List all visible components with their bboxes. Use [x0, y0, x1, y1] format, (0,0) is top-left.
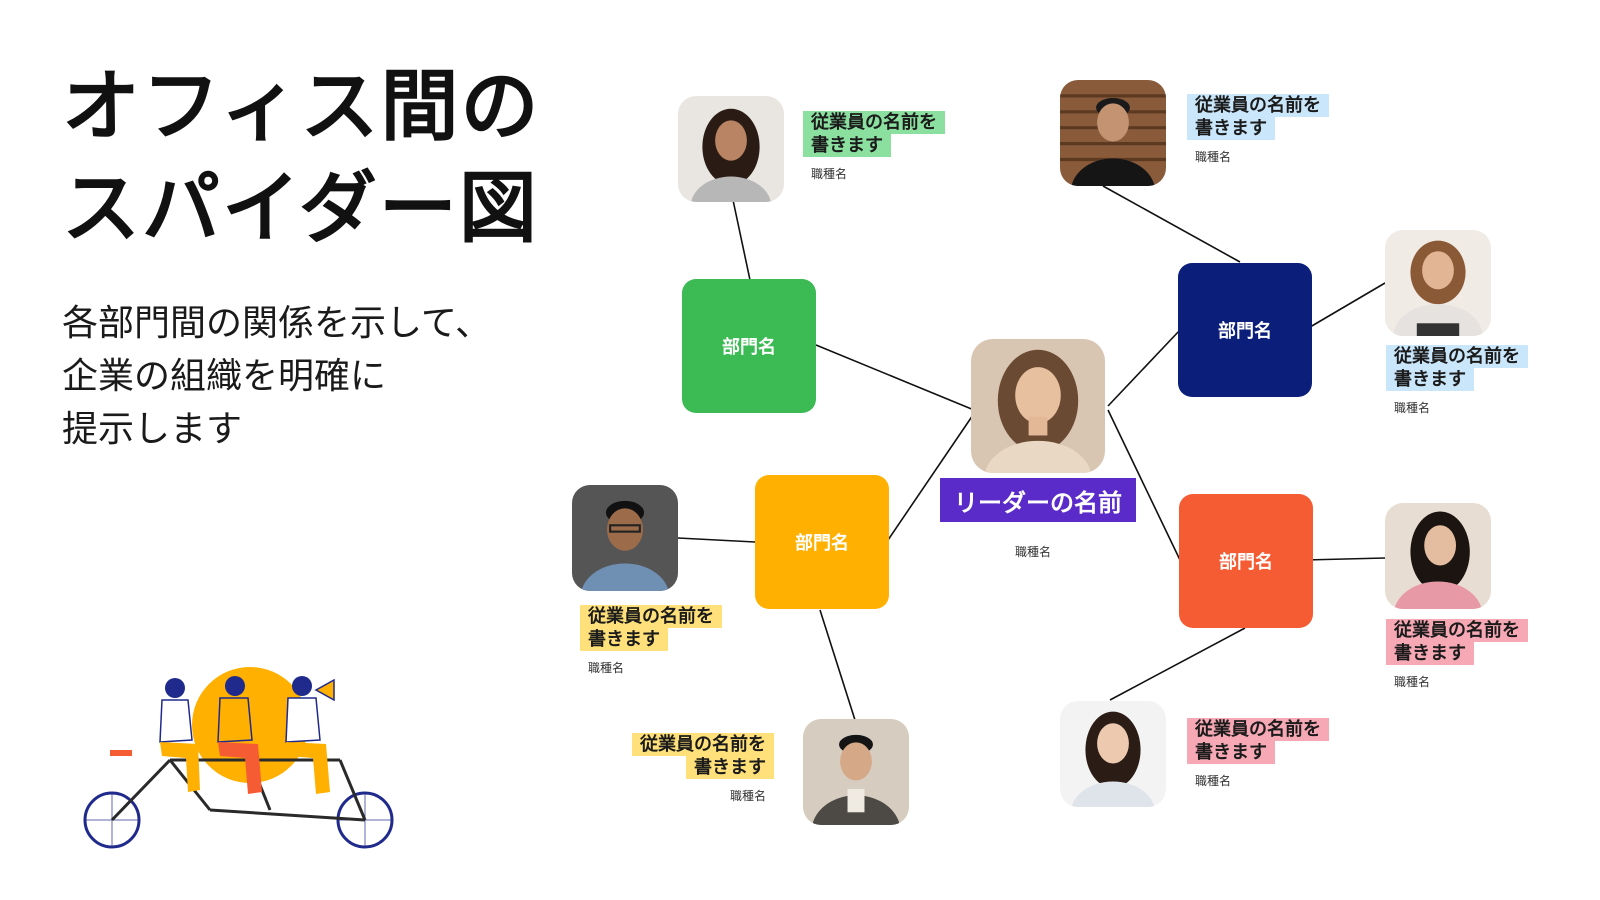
employee-name-line-1: 従業員の名前を	[1187, 718, 1329, 741]
person-portrait-icon	[803, 719, 909, 825]
employee-photo	[1385, 230, 1491, 336]
rider-2	[217, 676, 262, 794]
employee-name-line-1: 従業員の名前を	[1386, 345, 1528, 368]
employee-name-line-2: 書きます	[686, 756, 774, 779]
employee-name-line-2: 書きます	[1187, 741, 1275, 764]
employee-name-line-1: 従業員の名前を	[1187, 94, 1329, 117]
description-line-1: 各部門間の関係を示して、	[62, 303, 492, 344]
title-line-1: オフィス間の	[62, 62, 541, 152]
department-node-yellow: 部門名	[755, 475, 889, 609]
person-portrait-icon	[572, 485, 678, 591]
employee-name-box: 従業員の名前を 書きます 職種名	[580, 605, 722, 676]
employee-name-line-2: 書きます	[580, 628, 668, 651]
employee-name-line-1: 従業員の名前を	[632, 733, 774, 756]
department-label: 部門名	[722, 337, 776, 358]
employee-photo	[1060, 701, 1166, 807]
connector-navy-employee-top	[1102, 185, 1241, 263]
employee-role: 職種名	[1195, 150, 1232, 164]
employee-role: 職種名	[729, 789, 766, 803]
employee-name-line-2: 書きます	[803, 134, 891, 157]
leader-photo	[971, 339, 1105, 473]
leader-name: リーダーの名前	[940, 478, 1136, 522]
connector-orange-employee-bottom	[1109, 627, 1246, 701]
employee-name-line-2: 書きます	[1386, 368, 1474, 391]
description-line-3: 提示します	[62, 409, 243, 450]
person-portrait-icon	[1060, 80, 1166, 186]
employee-name-box: 従業員の名前を 書きます 職種名	[632, 733, 774, 804]
employee-role: 職種名	[1394, 675, 1431, 689]
person-portrait-icon	[971, 339, 1105, 473]
description-line-2: 企業の組織を明確に	[62, 356, 387, 397]
employee-name-line-2: 書きます	[1386, 642, 1474, 665]
employee-photo	[1060, 80, 1166, 186]
employee-name-line-1: 従業員の名前を	[1386, 619, 1528, 642]
rider-3	[285, 676, 335, 794]
employee-name-box: 従業員の名前を 書きます 職種名	[1386, 619, 1528, 690]
connector-leader-dept-navy	[1107, 329, 1181, 407]
employee-name-box: 従業員の名前を 書きます 職種名	[1386, 345, 1528, 416]
person-portrait-icon	[678, 96, 784, 202]
connector-leader-dept-orange	[1107, 409, 1181, 561]
employee-photo	[1385, 503, 1491, 609]
department-label: 部門名	[795, 533, 849, 554]
person-portrait-icon	[1385, 230, 1491, 336]
connector-yellow-employee-left	[677, 537, 756, 543]
employee-photo	[572, 485, 678, 591]
person-portrait-icon	[1385, 503, 1491, 609]
connector-orange-employee-right	[1304, 557, 1386, 561]
employee-name-box: 従業員の名前を 書きます 職種名	[803, 111, 945, 182]
person-portrait-icon	[1060, 701, 1166, 807]
employee-role: 職種名	[588, 661, 625, 675]
employee-photo	[678, 96, 784, 202]
leader-role: 職種名	[1015, 545, 1052, 559]
employee-name-line-1: 従業員の名前を	[803, 111, 945, 134]
employee-role: 職種名	[1394, 401, 1431, 415]
department-node-orange: 部門名	[1179, 494, 1313, 628]
connector-leader-dept-yellow	[887, 411, 976, 541]
connector-green-employee	[732, 199, 751, 281]
employee-name-box: 従業員の名前を 書きます 職種名	[1187, 718, 1329, 789]
connector-navy-employee-right	[1304, 282, 1386, 331]
connector-yellow-employee-bottom	[819, 609, 856, 721]
employee-photo	[803, 719, 909, 825]
tandem-bicycle-team-illustration	[83, 667, 394, 849]
megaphone-icon	[314, 678, 335, 702]
title-line-2: スパイダー図	[62, 164, 539, 254]
employee-name-box: 従業員の名前を 書きます 職種名	[1187, 94, 1329, 165]
employee-role: 職種名	[1195, 774, 1232, 788]
employee-role: 職種名	[811, 167, 848, 181]
employee-name-line-1: 従業員の名前を	[580, 605, 722, 628]
department-label: 部門名	[1218, 321, 1272, 342]
connector-leader-dept-green	[815, 344, 975, 411]
department-label: 部門名	[1219, 552, 1273, 573]
department-node-navy: 部門名	[1178, 263, 1312, 397]
employee-name-line-2: 書きます	[1187, 117, 1275, 140]
department-node-green: 部門名	[682, 279, 816, 413]
rider-1	[159, 678, 200, 792]
